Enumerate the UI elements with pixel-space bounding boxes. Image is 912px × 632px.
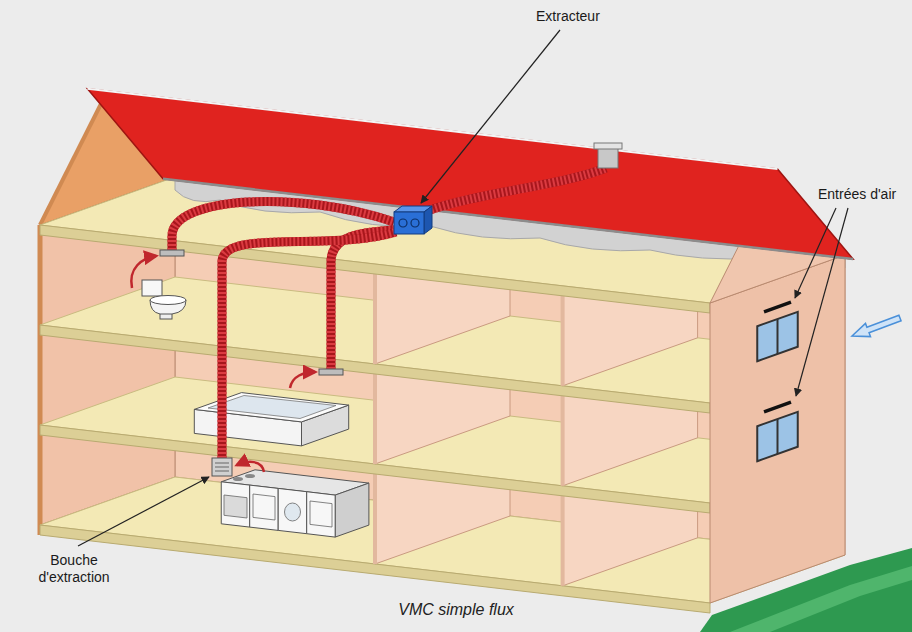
partition-edge <box>373 464 377 564</box>
right-wall <box>710 255 845 603</box>
window <box>757 312 798 361</box>
kitchen-appliances <box>221 470 369 537</box>
duct-ribs <box>424 168 606 212</box>
cooker <box>221 482 249 527</box>
dishwasher <box>250 485 279 530</box>
air-inlet-slot <box>764 302 791 312</box>
window-frame <box>757 412 798 461</box>
airflow-arrow <box>131 256 156 288</box>
partition-edge <box>373 264 377 364</box>
airflow-arrow <box>290 372 315 388</box>
porthole <box>285 503 301 521</box>
callout-label: Entrées d'air <box>818 186 896 203</box>
extraction-vent <box>319 369 343 375</box>
leader-line <box>796 208 848 396</box>
extractor-port <box>411 219 419 227</box>
fresh-air-arrow <box>852 315 901 336</box>
duct <box>424 168 606 212</box>
window-frame <box>757 312 798 361</box>
vent-grille <box>215 463 229 464</box>
extractor-port <box>399 219 407 227</box>
vent-grille <box>215 471 229 472</box>
vent-plate <box>212 458 232 476</box>
vent-grille <box>215 467 229 468</box>
window <box>757 412 798 461</box>
leader-line <box>795 208 836 298</box>
duct-ribs <box>222 232 396 458</box>
appliance-side <box>335 483 369 537</box>
leader-line <box>421 30 560 203</box>
extraction-vent <box>212 458 232 476</box>
burner <box>245 474 255 478</box>
roof-ridge <box>87 89 777 169</box>
extractor-front <box>394 212 424 234</box>
callout-label: Extracteur <box>536 8 600 25</box>
washing-machine <box>278 488 307 533</box>
partition-edge <box>561 386 565 486</box>
oven-door <box>224 495 247 518</box>
toilet <box>142 280 186 319</box>
partition-edge <box>373 364 377 464</box>
roof-outlet <box>594 143 622 168</box>
partition-edge <box>561 286 565 386</box>
bathtub-rim <box>194 393 348 422</box>
figure-caption: VMC simple flux <box>0 600 912 620</box>
bathtub <box>194 393 348 446</box>
duct <box>222 232 396 458</box>
outlet-body <box>598 148 618 168</box>
extractor-unit <box>394 206 432 234</box>
extraction-vent <box>160 250 184 256</box>
roof <box>87 89 853 259</box>
left-wall-edge <box>38 225 43 535</box>
extractor-side <box>424 206 432 234</box>
burner <box>233 477 243 481</box>
window-mullion <box>777 319 779 354</box>
flexible-ducts <box>172 168 606 458</box>
partition-edge <box>561 486 565 586</box>
air-inlet-slot <box>764 402 791 412</box>
toilet-tank <box>142 280 162 296</box>
leader-line <box>78 477 209 546</box>
fridge <box>307 492 335 537</box>
duct-ribs <box>331 230 394 369</box>
outlet-cap <box>594 143 622 149</box>
callout-label: Bouche d'extraction <box>28 552 120 586</box>
duct <box>331 230 394 369</box>
toilet-seat <box>150 296 186 305</box>
appliance-door <box>310 501 332 527</box>
bathtub-basin <box>208 396 336 419</box>
window-mullion <box>777 419 779 454</box>
airflow-arrow <box>237 462 264 472</box>
appliance-door <box>253 494 275 520</box>
